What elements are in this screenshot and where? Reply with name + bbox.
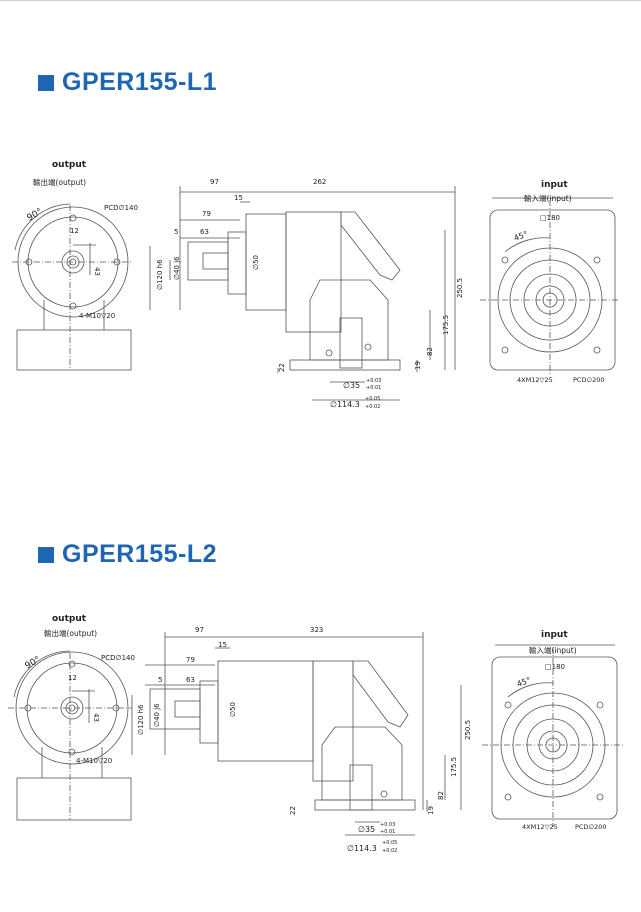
angle-output-label: 90° bbox=[24, 655, 43, 672]
angle-output-label: 90° bbox=[26, 207, 45, 224]
output-subheading: 輸出端(output) bbox=[33, 177, 86, 187]
input-flange-square bbox=[489, 209, 616, 371]
thread-input-label: 4XM12▽25 bbox=[522, 823, 558, 831]
input-heading: input bbox=[541, 180, 568, 190]
blue-square-icon bbox=[38, 74, 54, 91]
dim-19: 19 bbox=[414, 361, 422, 370]
dim-97: 97 bbox=[195, 626, 204, 634]
dim-bore40: ∅40 j6 bbox=[153, 703, 161, 727]
blue-square-icon bbox=[38, 546, 54, 563]
key-height-label: 43 bbox=[93, 267, 101, 276]
dim-bore50: ∅50 bbox=[229, 702, 237, 717]
flange-base-rect bbox=[289, 359, 401, 371]
output-base-rect bbox=[16, 329, 132, 371]
dim-d35: ∅35 bbox=[343, 381, 360, 390]
dim-5: 5 bbox=[174, 228, 178, 236]
dim-d114-tol-up: +0.05 bbox=[365, 396, 380, 402]
output-heading: output bbox=[52, 160, 87, 170]
key-width-label: 12 bbox=[70, 227, 79, 235]
dim-overall: 323 bbox=[310, 626, 323, 634]
dim-d114-3: ∅114.3 bbox=[347, 844, 377, 853]
dim-79: 79 bbox=[202, 210, 211, 218]
dim-bore120: ∅120 h6 bbox=[137, 704, 145, 735]
dim-63: 63 bbox=[200, 228, 209, 236]
output-flange-circle bbox=[15, 651, 129, 765]
pcd-output-label: PCD∅140 bbox=[104, 204, 138, 212]
dim-d114-tol-dn: +0.02 bbox=[382, 848, 397, 854]
dim-97: 97 bbox=[210, 178, 219, 186]
dim-overall: 262 bbox=[313, 178, 326, 186]
input-subheading: 輸入端(input) bbox=[529, 645, 577, 655]
dim-22: 22 bbox=[289, 806, 297, 815]
dim-79: 79 bbox=[186, 656, 195, 664]
dim-15: 15 bbox=[218, 641, 227, 649]
output-flange-circle bbox=[17, 206, 129, 318]
dim-d35-tol-dn: +0.01 bbox=[380, 829, 395, 835]
dim-bore120: ∅120 h6 bbox=[156, 259, 164, 290]
key-height-label: 43 bbox=[92, 713, 100, 722]
dim-5: 5 bbox=[158, 676, 162, 684]
section-heading-l1: GPER155-L1 bbox=[38, 68, 217, 97]
thread-output-label: 4-M10▽20 bbox=[76, 757, 112, 765]
dim-175-5: 175.5 bbox=[450, 757, 458, 777]
top-divider bbox=[0, 0, 641, 1]
thread-input-label: 4XM12▽25 bbox=[517, 376, 553, 384]
dim-bore50: ∅50 bbox=[252, 255, 260, 270]
dim-d35: ∅35 bbox=[358, 825, 375, 834]
pcd-output-label: PCD∅140 bbox=[101, 654, 135, 662]
dim-bore40: ∅40 j6 bbox=[173, 256, 181, 280]
dim-63: 63 bbox=[186, 676, 195, 684]
dim-d35-tol-dn: +0.01 bbox=[366, 385, 381, 391]
technical-drawing-l2: output 輸出端(output) 90° PCD∅140 12 43 4-M… bbox=[8, 614, 625, 854]
dim-d114-3: ∅114.3 bbox=[330, 400, 360, 409]
input-flange-square bbox=[491, 656, 618, 820]
square-180-label: □180 bbox=[545, 663, 565, 671]
input-heading: input bbox=[541, 630, 568, 640]
dim-d35-tol-up: +0.03 bbox=[366, 378, 381, 384]
technical-drawing-l1: output 輸出端(output) 90° PCD∅140 12 43 4-M… bbox=[12, 160, 620, 410]
output-subheading: 輸出端(output) bbox=[44, 628, 97, 638]
input-subheading: 輸入端(input) bbox=[524, 193, 572, 203]
dim-19: 19 bbox=[427, 806, 435, 815]
model-title: GPER155-L2 bbox=[62, 540, 218, 568]
dim-d114-tol-up: +0.05 bbox=[382, 840, 397, 846]
angle-input-label: 45° bbox=[516, 676, 532, 689]
dim-175-5: 175.5 bbox=[442, 315, 450, 335]
dim-22: 22 bbox=[278, 363, 286, 372]
square-180-label: □180 bbox=[540, 214, 560, 222]
dim-250-5: 250.5 bbox=[456, 278, 464, 298]
dim-82: 82 bbox=[437, 791, 445, 800]
dim-250-5: 250.5 bbox=[464, 720, 472, 740]
thread-output-label: 4-M10▽20 bbox=[79, 312, 115, 320]
dim-d114-tol-dn: +0.02 bbox=[365, 404, 380, 410]
section-heading-l2: GPER155-L2 bbox=[38, 540, 217, 569]
model-title: GPER155-L1 bbox=[62, 68, 218, 96]
pcd-input-label: PCD∅200 bbox=[575, 823, 607, 831]
angle-input-label: 45° bbox=[513, 230, 529, 243]
dim-15: 15 bbox=[234, 194, 243, 202]
dim-d35-tol-up: +0.03 bbox=[380, 822, 395, 828]
pcd-input-label: PCD∅200 bbox=[573, 376, 605, 384]
dim-82: 82 bbox=[426, 347, 434, 356]
output-heading: output bbox=[52, 614, 87, 624]
flange-base-rect bbox=[314, 799, 416, 811]
key-width-label: 12 bbox=[68, 674, 77, 682]
output-base-rect bbox=[16, 777, 132, 821]
